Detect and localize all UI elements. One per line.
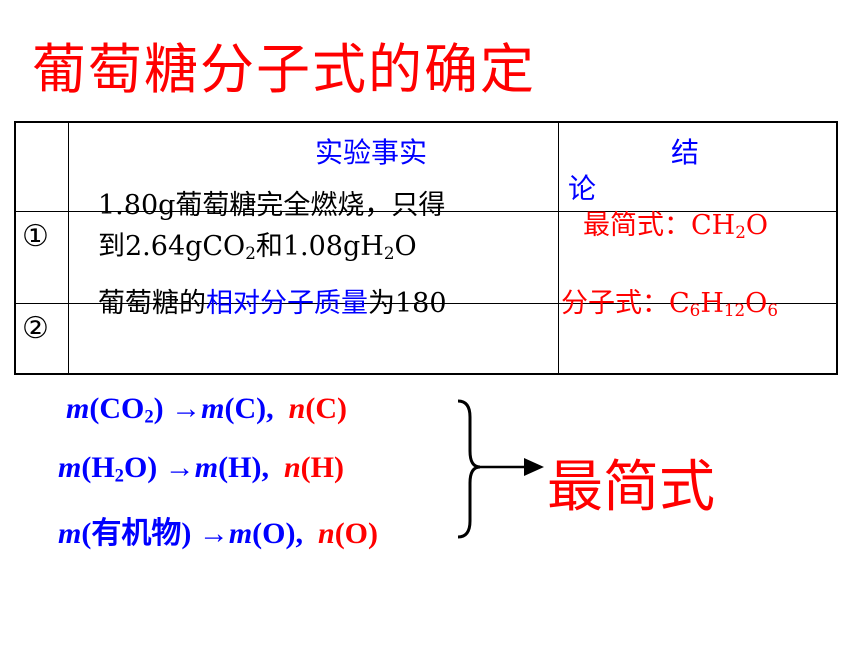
page-title: 葡萄糖分子式的确定: [32, 38, 536, 101]
row2-conclusion: 分子式：C6H12O6: [561, 288, 778, 321]
brace-arrow: [457, 399, 544, 539]
header-conclusion-part2: 论: [568, 172, 597, 205]
data-table: 实验事实 结 论 ① ② 1.80g葡萄糖完全燃烧，只得 到2.64gCO2和1…: [14, 121, 838, 375]
brace-icon: [457, 399, 481, 539]
formula-line-1: m(CO2) →m(C), n(C): [66, 392, 347, 428]
formula-line-3: m(有机物) →m(O), n(O): [58, 517, 379, 550]
arrow-head-icon: [524, 458, 544, 476]
row-marker-2: ②: [22, 311, 49, 346]
row1-fact-line2: 到2.64gCO2和1.08gH2O: [98, 231, 417, 264]
header-fact: 实验事实: [315, 136, 428, 169]
result-label: 最简式: [547, 455, 715, 520]
formula-line-2: m(H2O) →m(H), n(H): [58, 451, 344, 487]
header-conclusion-part1: 结: [671, 136, 700, 169]
row2-fact: 葡萄糖的相对分子质量为180: [98, 288, 447, 319]
row-marker-1: ①: [22, 219, 49, 254]
table-divider: [68, 123, 69, 373]
row1-fact-line1: 1.80g葡萄糖完全燃烧，只得: [98, 190, 446, 221]
table-divider: [16, 303, 836, 304]
table-divider: [16, 211, 836, 212]
row1-conclusion: 最简式：CH2O: [583, 210, 769, 243]
table-divider: [558, 123, 559, 373]
